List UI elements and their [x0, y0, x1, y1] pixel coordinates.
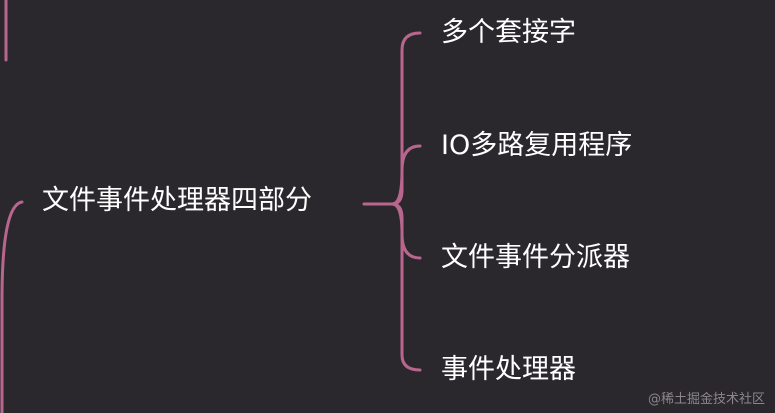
branch-to-child-1 [390, 31, 422, 206]
child-node-io-multiplexing[interactable]: IO多路复用程序 [441, 130, 633, 161]
parent-branch-curve [0, 200, 24, 413]
child-node-event-handler[interactable]: 事件处理器 [441, 354, 576, 385]
branch-to-child-4 [390, 202, 422, 372]
child-node-event-dispatcher[interactable]: 文件事件分派器 [441, 242, 630, 273]
watermark: @稀土掘金技术社区 [647, 392, 765, 407]
branch-to-child-3 [390, 202, 422, 260]
child-node-sockets[interactable]: 多个套接字 [441, 17, 576, 48]
branch-to-child-2 [390, 144, 422, 206]
root-node[interactable]: 文件事件处理器四部分 [42, 185, 312, 216]
